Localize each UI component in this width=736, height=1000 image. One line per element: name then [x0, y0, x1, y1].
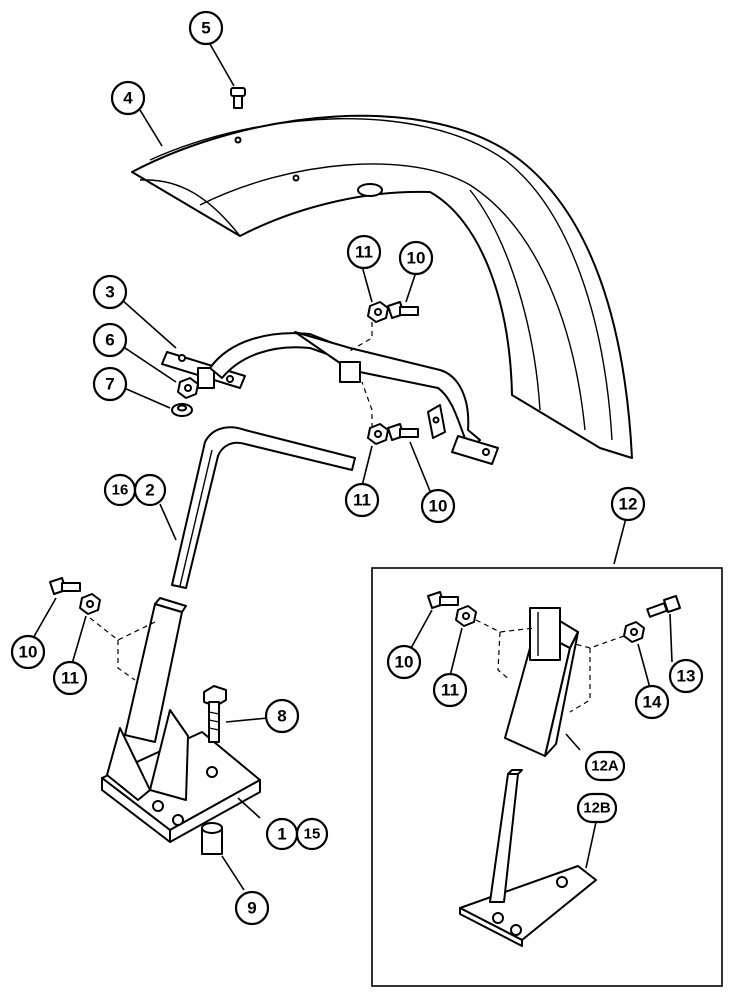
- inset-bolt-13: [646, 595, 681, 618]
- bolt-8: [203, 685, 227, 743]
- svg-text:11: 11: [61, 669, 79, 688]
- svg-text:4: 4: [123, 89, 133, 108]
- svg-text:7: 7: [105, 375, 114, 394]
- callout-3: 3: [92, 274, 128, 310]
- callout-8: 8: [264, 698, 300, 734]
- nut-6: [177, 377, 199, 399]
- svg-text:11: 11: [353, 491, 371, 510]
- nut-11-upper: [367, 301, 389, 323]
- callout-12: 12: [610, 486, 646, 522]
- svg-text:6: 6: [105, 331, 114, 350]
- bolt-5: [230, 87, 246, 109]
- dash-left: [89, 617, 156, 681]
- svg-text:12B: 12B: [583, 800, 611, 817]
- bolt-10-upper: [387, 301, 419, 319]
- callout-10-inset: 10: [386, 644, 422, 680]
- svg-text:2: 2: [145, 481, 154, 500]
- inset-bolt-10: [427, 591, 459, 609]
- svg-text:12A: 12A: [591, 758, 619, 775]
- callout-12B: 12B: [576, 792, 618, 824]
- nut-11-left: [79, 593, 101, 615]
- callout-15: 15: [295, 817, 329, 851]
- svg-text:1: 1: [277, 825, 286, 844]
- svg-text:10: 10: [429, 497, 448, 516]
- leader-lines: [31, 43, 673, 891]
- inset-nut-14: [623, 621, 645, 643]
- dash-inset-left: [475, 619, 535, 681]
- inset-frame: [371, 567, 723, 987]
- nut-11-lower: [367, 423, 389, 445]
- washer-7: [171, 403, 193, 417]
- svg-text:11: 11: [355, 243, 373, 262]
- dash-inset-right: [569, 635, 625, 713]
- svg-text:3: 3: [105, 283, 114, 302]
- callout-10-left: 10: [10, 634, 46, 670]
- callout-14: 14: [634, 684, 670, 720]
- bolt-10-left: [49, 577, 81, 595]
- svg-text:5: 5: [201, 19, 210, 38]
- svg-text:13: 13: [677, 667, 696, 686]
- dash-lower: [361, 381, 373, 428]
- svg-text:11: 11: [441, 681, 459, 700]
- callout-10-upper: 10: [398, 240, 434, 276]
- svg-text:10: 10: [407, 249, 426, 268]
- callout-10-lower: 10: [420, 488, 456, 524]
- callout-13: 13: [668, 658, 704, 694]
- callout-6: 6: [92, 322, 128, 358]
- callout-5: 5: [188, 10, 224, 46]
- callout-16: 16: [103, 473, 137, 507]
- callout-12A: 12A: [584, 750, 626, 782]
- svg-text:8: 8: [277, 707, 286, 726]
- inset-bracket: [459, 769, 597, 947]
- bolt-10-lower: [387, 423, 419, 441]
- support-bar: [161, 331, 499, 465]
- callout-2: 2: [133, 473, 167, 507]
- fender-stay: [171, 426, 356, 589]
- callout-7: 7: [92, 366, 128, 402]
- svg-text:10: 10: [19, 643, 38, 662]
- callout-11-left: 11: [52, 660, 88, 696]
- callout-11-upper: 11: [346, 234, 382, 270]
- callout-4: 4: [110, 80, 146, 116]
- svg-text:15: 15: [304, 826, 321, 843]
- svg-text:16: 16: [112, 482, 129, 499]
- callout-11-lower: 11: [344, 482, 380, 518]
- callout-9: 9: [234, 890, 270, 926]
- spacer-9: [201, 822, 223, 855]
- svg-text:12: 12: [619, 495, 638, 514]
- callout-1: 1: [265, 817, 299, 851]
- inset-nut-11: [455, 605, 477, 627]
- svg-text:10: 10: [395, 653, 414, 672]
- svg-text:9: 9: [247, 899, 256, 918]
- fender: [131, 114, 633, 459]
- inset-stay-12A: [504, 607, 579, 757]
- svg-text:14: 14: [643, 693, 662, 712]
- lower-bracket: [101, 597, 261, 843]
- callout-11-inset: 11: [432, 672, 468, 708]
